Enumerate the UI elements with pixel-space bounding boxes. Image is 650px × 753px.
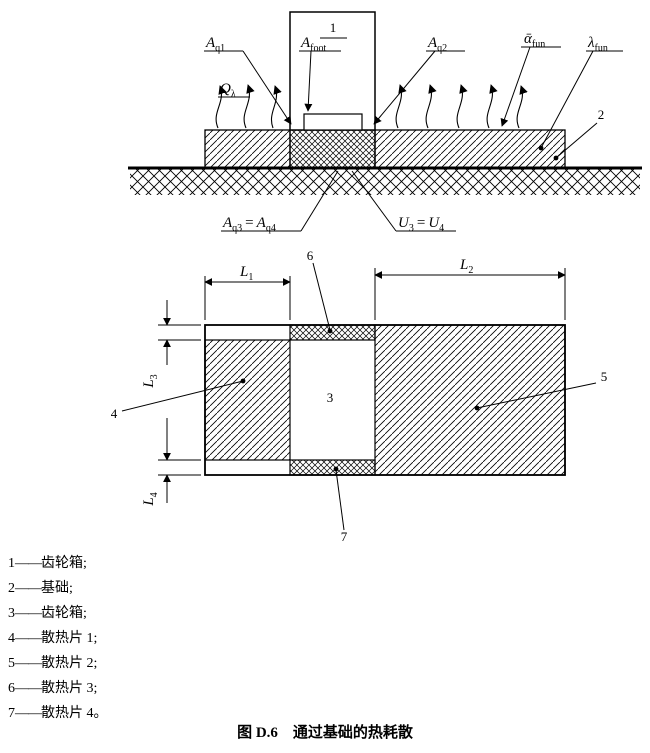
foundation-left: [204, 129, 291, 169]
gearbox-foot: [303, 113, 363, 131]
section-view-texts: 1 Aq1 Afoot Aq2 ᾱfun λfun Qλ 2 Aq3=Aq4 U…: [205, 20, 608, 234]
aq1-leader: [242, 50, 292, 125]
part4-dot: [240, 378, 246, 384]
plan-leader-lines: [121, 262, 597, 531]
heatsink4-strip: [289, 459, 376, 476]
ground-hatch: [130, 169, 640, 195]
plan-view-shapes: [121, 262, 597, 531]
legend-text: 基础;: [41, 581, 73, 596]
heatsink2-block: [374, 324, 566, 476]
lambda-fun-leader: [540, 50, 594, 149]
legend-text: 齿轮箱;: [41, 606, 87, 621]
legend-item: 2——基础;: [8, 576, 108, 601]
part1-label: 1: [330, 20, 337, 35]
l1-label: L1: [239, 264, 253, 283]
legend-dash: ——: [15, 706, 42, 721]
foundation-right: [374, 129, 566, 169]
aq1-label: Aq1: [205, 35, 225, 54]
part4-label: 4: [111, 406, 118, 421]
legend-num: 6: [8, 681, 15, 696]
legend-item: 7——散热片 4。: [8, 701, 108, 726]
aq2-label: Aq2: [427, 35, 447, 54]
heatsink1-block: [204, 339, 291, 461]
part6-dot: [327, 328, 333, 334]
legend-num: 7: [8, 706, 15, 721]
part5-dot: [474, 405, 480, 411]
legend-item: 4——散热片 1;: [8, 626, 108, 651]
legend-text: 散热片 4。: [41, 706, 108, 721]
legend-text: 散热片 2;: [41, 656, 98, 671]
figure-caption: 图 D.6 通过基础的热耗散: [237, 725, 413, 741]
u3-leader: [351, 170, 397, 232]
heat-flow-arrows: [215, 84, 528, 129]
l2-label: L2: [459, 257, 473, 276]
plan-dimension-lines: [158, 268, 566, 503]
part5-leader: [476, 382, 597, 409]
legend-item: 6——散热片 3;: [8, 676, 108, 701]
legend-dash: ——: [15, 631, 42, 646]
legend-dash: ——: [15, 656, 42, 671]
lambda-fun-dot: [538, 145, 544, 151]
legend-text: 散热片 1;: [41, 631, 98, 646]
alpha-fun-label: ᾱfun: [524, 31, 545, 50]
legend-dash: ——: [15, 606, 42, 621]
gearbox-outline: [289, 11, 376, 131]
lambda-fun-label: λfun: [587, 35, 608, 54]
legend-num: 5: [8, 656, 15, 671]
part2-dot: [553, 155, 559, 161]
part7-label: 7: [341, 529, 348, 544]
legend-num: 3: [8, 606, 15, 621]
legend-dash: ——: [15, 681, 42, 696]
part6-leader: [312, 262, 331, 331]
part3-label: 3: [327, 390, 334, 405]
legend-dash: ——: [15, 581, 42, 596]
legend-item: 5——散热片 2;: [8, 651, 108, 676]
afoot-label: Afoot: [300, 35, 327, 54]
legend-item: 1——齿轮箱;: [8, 551, 108, 576]
section-leader-lines: [204, 46, 623, 232]
legend-num: 4: [8, 631, 15, 646]
part4-leader: [121, 380, 244, 412]
l3-label: L3: [141, 374, 160, 388]
heatsink3-strip: [289, 324, 376, 341]
aq2-leader: [373, 50, 436, 125]
legend-item: 3——齿轮箱;: [8, 601, 108, 626]
q-lambda-label: Qλ: [220, 81, 236, 100]
legend-dash: ——: [15, 556, 42, 571]
legend-text: 齿轮箱;: [41, 556, 87, 571]
part2-leader: [555, 122, 598, 159]
l4-label: L4: [141, 492, 160, 506]
part7-dot: [333, 466, 339, 472]
afoot-leader: [304, 50, 313, 112]
part2-label: 2: [598, 107, 605, 122]
alpha-fun-leader: [500, 46, 531, 127]
section-view-shapes: [128, 11, 642, 232]
legend: 1——齿轮箱; 2——基础; 3——齿轮箱; 4——散热片 1; 5——散热片 …: [8, 551, 108, 726]
legend-num: 2: [8, 581, 15, 596]
technical-diagram: 1 Aq1 Afoot Aq2 ᾱfun λfun Qλ 2 Aq3=Aq4 U…: [111, 11, 642, 544]
foundation-foot-area: [289, 129, 376, 169]
u3-u4-label: U3=U4: [398, 215, 444, 234]
part6-label: 6: [307, 248, 314, 263]
part7-leader: [335, 469, 345, 531]
plan-view-texts: L1 L2 L3 L4 3 4 5 6 7: [111, 248, 608, 544]
part5-label: 5: [601, 369, 608, 384]
legend-text: 散热片 3;: [41, 681, 98, 696]
aq3-leader: [300, 170, 339, 232]
legend-num: 1: [8, 556, 15, 571]
aq3-aq4-label: Aq3=Aq4: [222, 215, 276, 234]
